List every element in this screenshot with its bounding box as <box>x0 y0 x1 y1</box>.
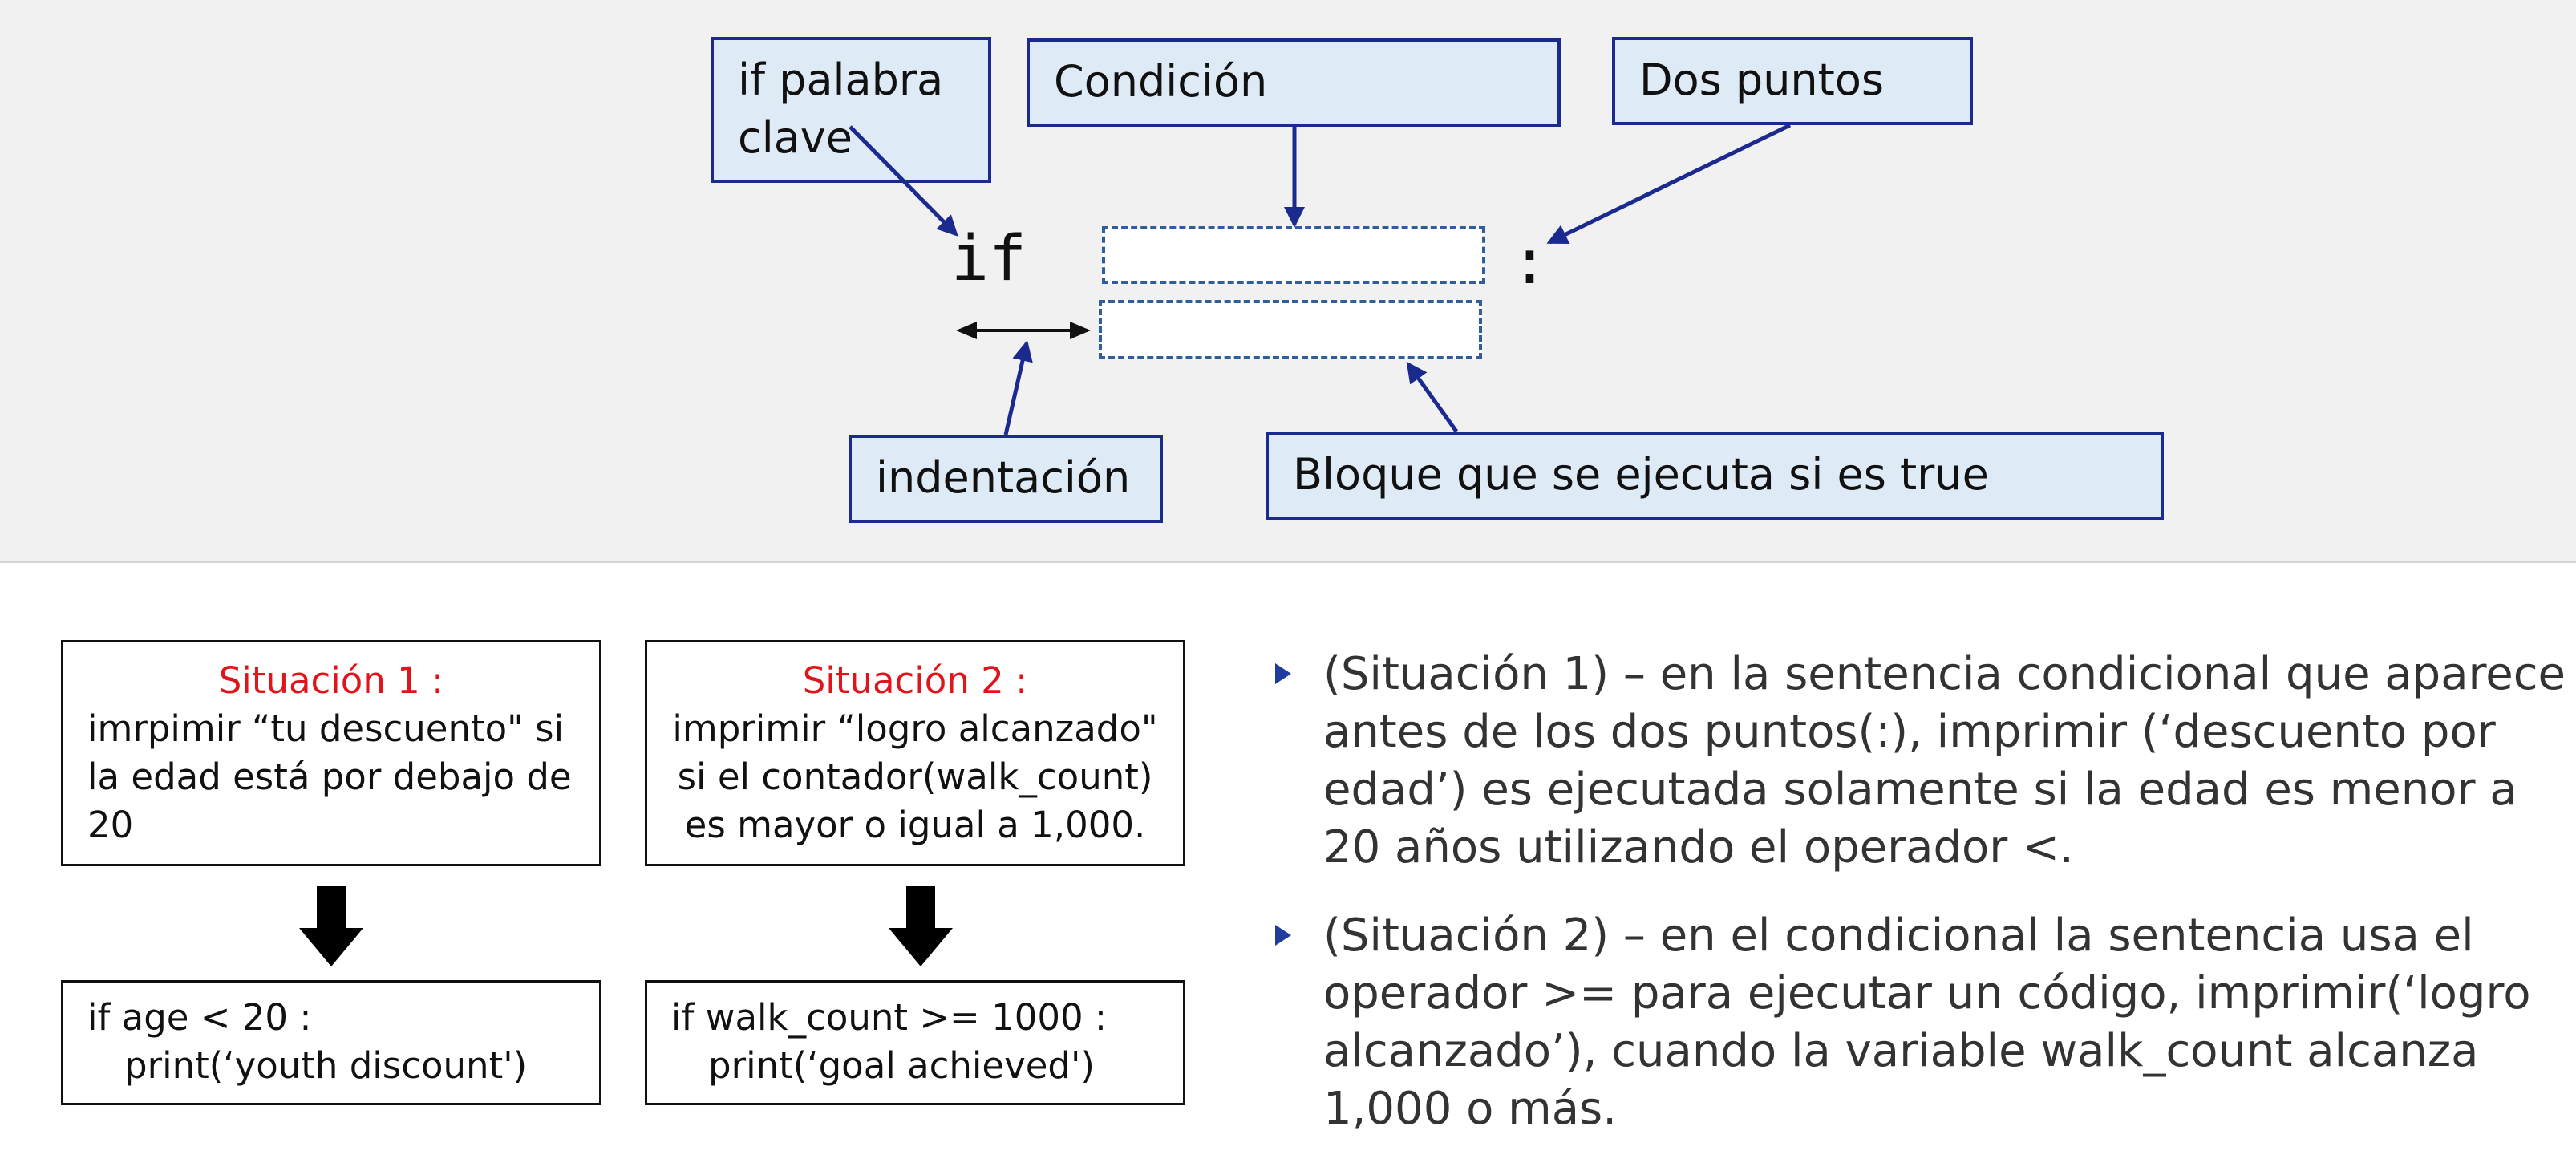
explanation-list: (Situación 1) – en la sentencia condicio… <box>1267 646 2566 1169</box>
situation-1-down-arrow <box>299 886 363 966</box>
situation-1-description: imrpimir “tu descuento" si la edad está … <box>87 707 572 846</box>
situation-2-code-box: if walk_count >= 1000 : print(‘goal achi… <box>645 980 1185 1105</box>
colon-arrow <box>1546 123 1792 245</box>
situation-2-code-line2: print(‘goal achieved') <box>708 1044 1095 1087</box>
explanation-text-1: (Situación 1) – en la sentencia condicio… <box>1323 648 2566 873</box>
situation-2-code-line1: if walk_count >= 1000 : <box>671 996 1108 1039</box>
situation-2-title: Situación 2 : <box>802 659 1028 702</box>
condition-callout-label: Condición <box>1054 56 1268 107</box>
situation-1-code-line2: print(‘youth discount') <box>124 1044 528 1087</box>
explanation-item-1: (Situación 1) – en la sentencia condicio… <box>1267 646 2566 877</box>
keyword-callout-label: if palabra clave <box>738 55 944 163</box>
connector-arrows <box>849 123 1792 436</box>
colon-callout-label: Dos puntos <box>1639 55 1884 105</box>
keyword-arrow <box>849 125 958 237</box>
situation-1-code-line1: if age < 20 : <box>87 996 312 1039</box>
block-callout-label: Bloque que se ejecuta si es true <box>1293 449 1989 500</box>
situation-2-box: Situación 2 : imprimir “logro alcanzado"… <box>645 640 1185 866</box>
situation-1-box: Situación 1 : imrpimir “tu descuento" si… <box>61 640 601 866</box>
condition-callout: Condición <box>1027 38 1561 127</box>
situation-2-description: imprimir “logro alcanzado" si el contado… <box>672 707 1158 846</box>
situation-1-title: Situación 1 : <box>218 659 444 702</box>
block-callout: Bloque que se ejecuta si es true <box>1266 432 2164 520</box>
syntax-panel: if palabra clave Condición Dos puntos if… <box>0 0 2576 563</box>
explanation-item-2: (Situación 2) – en el condicional la sen… <box>1267 907 2566 1138</box>
indent-callout: indentación <box>849 435 1163 523</box>
code-keyword-if: if <box>951 223 1027 295</box>
keyword-callout: if palabra clave <box>711 37 991 183</box>
bullet-triangle-icon <box>1275 925 1291 946</box>
situation-1-code-box: if age < 20 : print(‘youth discount') <box>61 980 601 1105</box>
colon-callout: Dos puntos <box>1612 37 1973 125</box>
block-placeholder <box>1099 300 1482 359</box>
indent-callout-label: indentación <box>876 452 1131 503</box>
bullet-triangle-icon <box>1275 663 1291 684</box>
indent-arrow <box>1003 340 1033 436</box>
situation-2-down-arrow <box>889 886 953 966</box>
condition-placeholder <box>1102 226 1485 284</box>
explanation-text-2: (Situación 2) – en el condicional la sen… <box>1323 910 2531 1135</box>
code-colon: : <box>1511 226 1549 298</box>
block-arrow <box>1406 361 1459 433</box>
